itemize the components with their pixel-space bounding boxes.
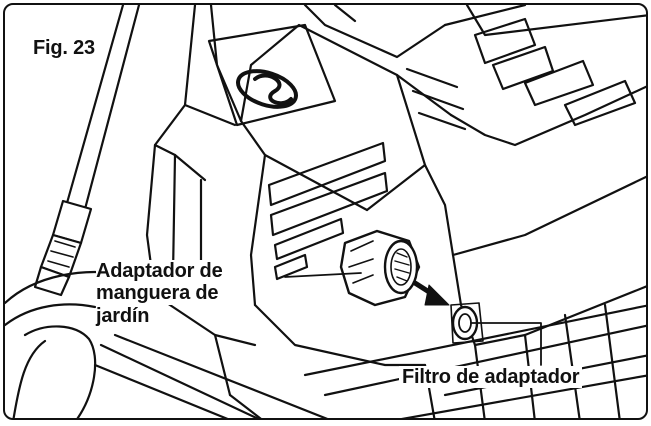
adapter-filter-label: Filtro de adaptador [399, 366, 583, 389]
pressure-washer-illustration [5, 5, 646, 418]
housing-body [145, 5, 646, 418]
hose-adapter-label: Adaptador de manguera de jardín [93, 259, 226, 328]
hose-adapter-label-line-3: jardín [96, 304, 150, 328]
hose-adapter-part [339, 229, 421, 307]
hose-adapter-label-line-2: manguera de [96, 282, 219, 305]
housing-vents [267, 17, 637, 281]
figure-frame: Fig. 23 Adaptador de manguera de jardín … [3, 3, 648, 420]
figure-number-label: Fig. 23 [33, 37, 95, 59]
brand-badge [207, 23, 337, 127]
removal-arrow [412, 280, 450, 306]
spray-wand [33, 5, 141, 297]
hose-adapter-label-line-1: Adaptador de [96, 260, 223, 283]
adapter-filter-part [450, 302, 484, 344]
callout-leaders [284, 272, 542, 366]
